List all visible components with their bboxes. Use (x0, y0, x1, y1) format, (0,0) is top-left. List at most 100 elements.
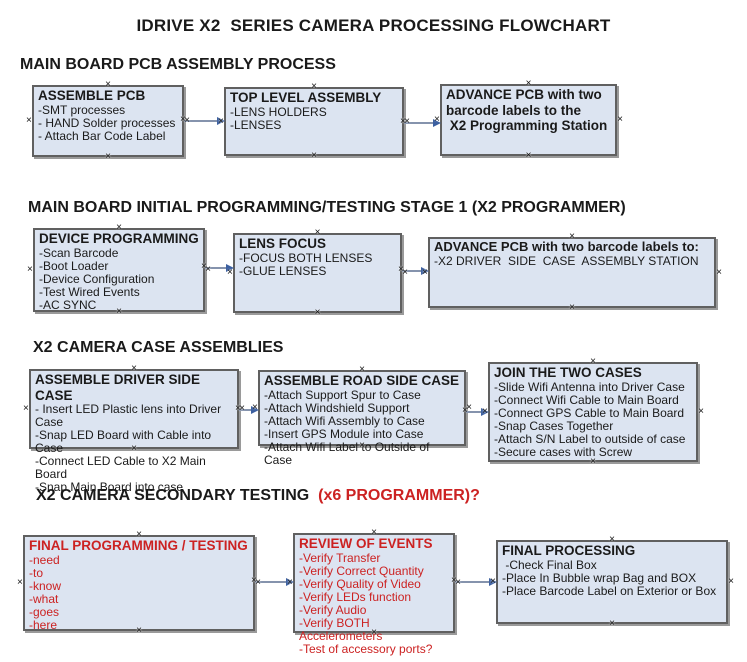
box-line: -Place In Bubble wrap Bag and BOX (502, 570, 697, 585)
connector-arrow[interactable]: × (201, 262, 234, 272)
box-final-programming-testing[interactable]: FINAL PROGRAMMING / TESTING -need-to-kno… (17, 530, 261, 636)
connection-point-icon[interactable]: × (116, 306, 122, 317)
connector-arrow[interactable]: × (235, 404, 259, 414)
connector-arrow[interactable]: × (398, 265, 429, 275)
connection-point-icon[interactable]: × (201, 261, 207, 272)
box-line: -LENS HOLDERS (230, 104, 327, 119)
connection-point-icon[interactable]: × (359, 364, 365, 375)
box-line: -Test Wired Events (39, 284, 140, 299)
connection-point-icon[interactable]: × (218, 115, 224, 127)
section-heading-initial-programming: MAIN BOARD INITIAL PROGRAMMING/TESTING S… (28, 199, 626, 216)
connection-point-icon[interactable]: × (569, 231, 575, 242)
connection-point-icon[interactable]: × (184, 115, 190, 126)
connection-point-icon[interactable]: × (26, 115, 32, 126)
connection-point-icon[interactable]: × (131, 363, 137, 374)
box-title: ADVANCE PCB with two barcode labels to t… (446, 87, 608, 134)
box-line: - HAND Solder processes (38, 115, 176, 130)
connection-point-icon[interactable]: × (311, 150, 317, 161)
box-line: -Verify LEDs function (299, 589, 412, 604)
connection-point-icon[interactable]: × (617, 114, 623, 125)
box-title: ASSEMBLE DRIVER SIDE CASE (35, 372, 204, 403)
connection-point-icon[interactable]: × (136, 625, 142, 636)
connection-point-icon[interactable]: × (27, 264, 33, 275)
box-line: -Scan Barcode (39, 245, 119, 260)
box-line: -need (29, 552, 60, 567)
connection-point-icon[interactable]: × (371, 627, 377, 638)
connection-point-icon[interactable]: × (314, 307, 321, 318)
box-title: ADVANCE PCB with two barcode labels to: (434, 239, 699, 254)
box-line: -Device Configuration (39, 271, 155, 286)
connection-point-icon[interactable]: × (287, 577, 293, 588)
connection-point-icon[interactable]: × (451, 575, 457, 586)
connection-point-icon[interactable]: × (180, 114, 186, 125)
connection-point-icon[interactable]: × (105, 79, 111, 90)
connection-point-icon[interactable]: × (400, 116, 406, 127)
connection-point-icon[interactable]: × (314, 227, 321, 238)
box-device-programming[interactable]: DEVICE PROGRAMMING -Scan Barcode-Boot Lo… (27, 223, 211, 317)
connection-point-icon[interactable]: × (422, 266, 428, 278)
box-assemble-road-side-case[interactable]: ASSEMBLE ROAD SIDE CASE -Attach Support … (252, 365, 472, 467)
connection-point-icon[interactable]: × (251, 575, 257, 586)
connection-point-icon[interactable]: × (490, 576, 496, 587)
box-review-of-events[interactable]: REVIEW OF EVENTS -Verify Transfer-Verify… (287, 528, 461, 656)
box-line: - Insert LED Plastic lens into Driver Ca… (35, 402, 225, 430)
connector-arrow[interactable]: × (400, 117, 441, 127)
connection-point-icon[interactable]: × (590, 356, 596, 367)
connection-point-icon[interactable]: × (698, 406, 704, 417)
connection-point-icon[interactable]: × (131, 443, 137, 454)
box-assemble-pcb[interactable]: ASSEMBLE PCB -SMT processes- HAND Solder… (26, 80, 190, 162)
box-advance-pcb-programming-station[interactable]: ADVANCE PCB with two barcode labels to t… (434, 79, 623, 161)
box-join-the-two-cases[interactable]: JOIN THE TWO CASES -Slide Wifi Antenna i… (482, 357, 704, 467)
connection-point-icon[interactable]: × (466, 402, 472, 413)
section-heading-pcb-assembly: MAIN BOARD PCB ASSEMBLY PROCESS (20, 56, 336, 73)
connection-point-icon[interactable]: × (235, 403, 241, 414)
connection-point-icon[interactable]: × (227, 267, 233, 278)
connection-point-icon[interactable]: × (609, 534, 615, 545)
connector-arrow[interactable]: × (251, 576, 294, 586)
connection-point-icon[interactable]: × (311, 81, 317, 92)
box-lens-focus[interactable]: LENS FOCUS -FOCUS BOTH LENSES-GLUE LENSE… (227, 228, 408, 318)
connection-point-icon[interactable]: × (569, 302, 575, 313)
connection-point-icon[interactable]: × (205, 264, 211, 275)
connector-arrow[interactable]: × (462, 406, 489, 416)
connection-point-icon[interactable]: × (716, 266, 722, 278)
box-title: TOP LEVEL ASSEMBLY (230, 90, 382, 105)
box-advance-pcb-driver-side-station[interactable]: ADVANCE PCB with two barcode labels to: … (422, 232, 722, 313)
box-title: ASSEMBLE ROAD SIDE CASE (264, 373, 460, 388)
connection-point-icon[interactable]: × (455, 577, 461, 588)
connection-point-icon[interactable]: × (239, 403, 245, 414)
connection-point-icon[interactable]: × (462, 405, 468, 416)
box-line: -Connect Wifi Cable to Main Board (494, 392, 679, 407)
box-line: -Attach Windshield Support (264, 400, 410, 415)
connection-point-icon[interactable]: × (371, 527, 377, 538)
connection-point-icon[interactable]: × (359, 440, 365, 451)
connection-point-icon[interactable]: × (105, 151, 111, 162)
connection-point-icon[interactable]: × (255, 577, 261, 588)
box-line: -Snap LED Board with Cable into Case (35, 428, 215, 456)
connector-arrow[interactable]: × (451, 576, 497, 586)
connector-arrow[interactable]: × (180, 115, 225, 125)
box-line: -Attach Wifi Label to Outside of Case (264, 439, 433, 467)
connection-point-icon[interactable]: × (590, 456, 596, 467)
box-assemble-driver-side-case[interactable]: ASSEMBLE DRIVER SIDE CASE - Insert LED P… (23, 364, 245, 494)
box-line: -goes (29, 604, 60, 619)
connection-point-icon[interactable]: × (482, 406, 488, 417)
connection-point-icon[interactable]: × (609, 618, 615, 629)
connection-point-icon[interactable]: × (728, 576, 734, 587)
connection-point-icon[interactable]: × (23, 403, 29, 414)
box-top-level-assembly[interactable]: TOP LEVEL ASSEMBLY -LENS HOLDERS-LENSES … (218, 82, 410, 161)
connection-point-icon[interactable]: × (434, 114, 440, 125)
connection-point-icon[interactable]: × (402, 267, 408, 278)
connection-point-icon[interactable]: × (525, 150, 532, 161)
connection-point-icon[interactable]: × (252, 402, 258, 413)
box-final-processing[interactable]: FINAL PROCESSING -Check Final Box-Place … (490, 535, 734, 629)
connection-point-icon[interactable]: × (116, 222, 122, 233)
connection-point-icon[interactable]: × (398, 264, 404, 275)
connection-point-icon[interactable]: × (404, 115, 410, 127)
connection-point-icon[interactable]: × (525, 78, 532, 89)
box-line: -LENSES (230, 117, 282, 132)
box-line: -Test of accessory ports? (299, 641, 433, 656)
connection-point-icon[interactable]: × (136, 529, 142, 540)
box-line: -Secure cases with Screw (494, 444, 633, 459)
connection-point-icon[interactable]: × (17, 577, 23, 588)
